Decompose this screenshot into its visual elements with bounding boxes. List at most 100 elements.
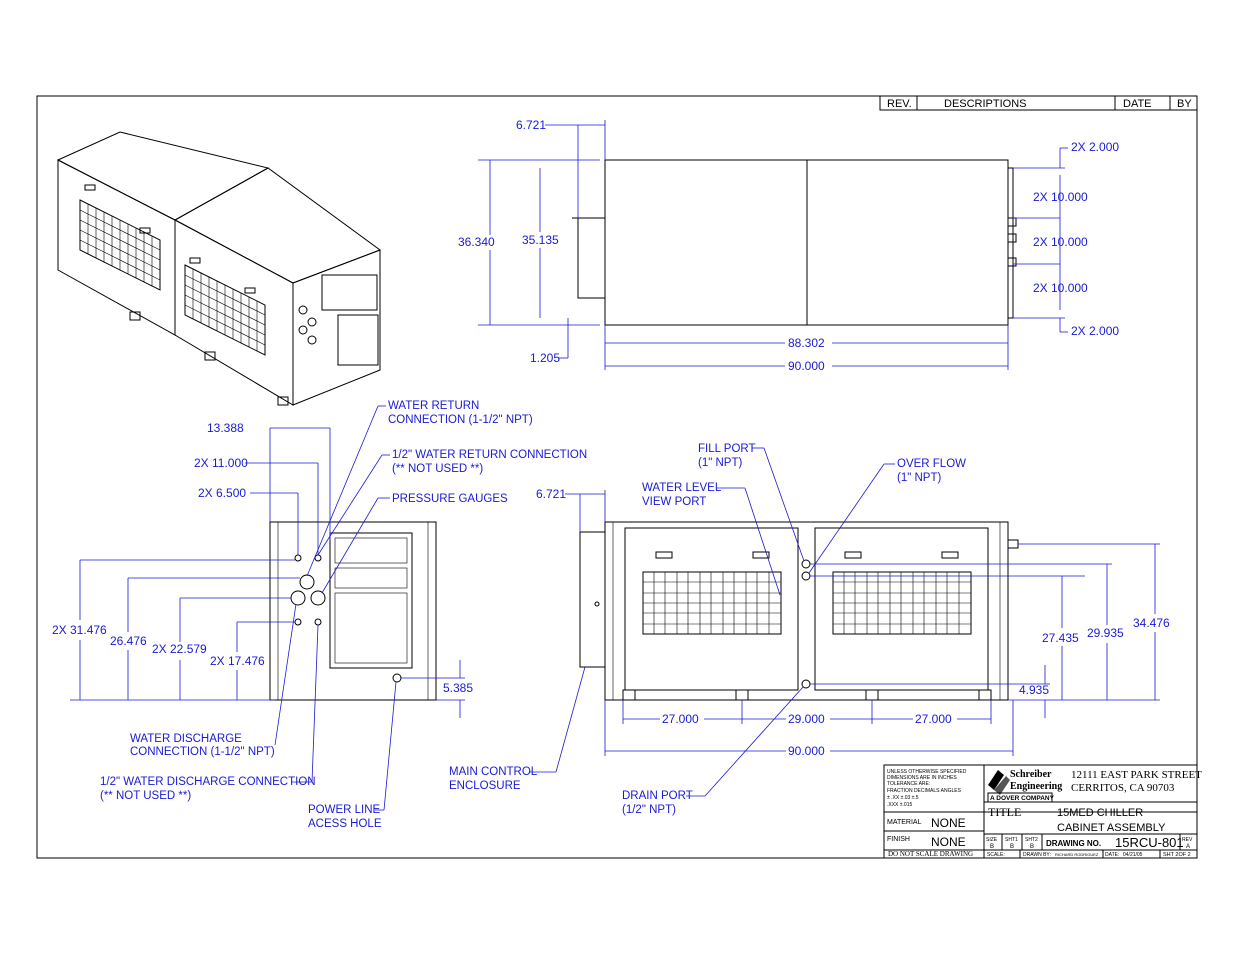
power-line-access-hole xyxy=(392,673,402,683)
dim-front-344: 34.476 xyxy=(1133,616,1170,630)
title-block: UNLESS OTHERWISE SPECIFIED DIMENSIONS AR… xyxy=(883,764,1202,859)
front-grille-left xyxy=(642,571,782,635)
finish-label: FINISH xyxy=(887,836,910,843)
sht2-label: SHT2 xyxy=(1025,837,1038,843)
callout-fill-port-1: FILL PORT xyxy=(698,443,756,455)
date-label: DATE: xyxy=(1105,852,1119,858)
finish-value: NONE xyxy=(931,835,966,849)
tol-line-5: ± .XX ±.03 ±.5 xyxy=(887,795,919,801)
dim-end-174: 2X 17.476 xyxy=(210,654,265,668)
front-grille-right xyxy=(832,571,972,635)
by-header: BY xyxy=(1177,98,1192,110)
material-value: NONE xyxy=(931,816,966,830)
company-name-2: Engineering xyxy=(1010,781,1062,792)
dim-front-27b: 27.000 xyxy=(915,712,952,726)
dim-end-11: 2X 11.000 xyxy=(194,456,248,470)
grille-right xyxy=(184,264,266,356)
callout-water-discharge-2: CONNECTION (1-1/2" NPT) xyxy=(130,746,275,758)
dim-top-length-outer: 90.000 xyxy=(788,359,825,373)
overflow-port xyxy=(801,571,811,581)
grille-left xyxy=(79,199,161,291)
dim-end-13: 13.388 xyxy=(207,421,244,435)
callout-water-discharge-1: WATER DISCHARGE xyxy=(130,733,242,745)
tol-line-1: UNLESS OTHERWISE SPECIFIED xyxy=(887,769,967,775)
revision-block: REV. DESCRIPTIONS DATE BY xyxy=(879,95,1198,111)
dim-top-height-outer: 36.340 xyxy=(458,235,495,249)
dim-end-264: 26.476 xyxy=(110,634,147,648)
dim-right-2: 2X 10.000 xyxy=(1033,235,1088,249)
dim-end-225: 2X 22.579 xyxy=(152,642,207,656)
sht2-value: B xyxy=(1030,844,1034,850)
dim-right-top: 2X 2.000 xyxy=(1071,140,1119,154)
callout-pressure-gauges: PRESSURE GAUGES xyxy=(392,493,508,505)
callout-half-discharge-1: 1/2" WATER DISCHARGE CONNECTION xyxy=(100,776,316,788)
dim-front-90: 90.000 xyxy=(788,744,825,758)
company-name-1: Schreiber xyxy=(1010,769,1052,780)
callout-over-flow-2: (1" NPT) xyxy=(897,472,942,484)
address-line-1: 12111 EAST PARK STREET xyxy=(1071,769,1202,781)
dim-front-27a: 27.000 xyxy=(662,712,699,726)
drain-port xyxy=(801,679,811,689)
rev-header: REV. xyxy=(887,98,912,110)
dim-top-offset: 6.721 xyxy=(516,118,546,132)
dim-front-49: 4.935 xyxy=(1019,683,1049,697)
dim-end-314: 2X 31.476 xyxy=(52,623,107,637)
callout-fill-port-2: (1" NPT) xyxy=(698,457,743,469)
sheet-number: SHT 2OF 2 xyxy=(1163,852,1191,858)
company-sub: A DOVER COMPANY xyxy=(990,795,1055,802)
date-value: 04/21/05 xyxy=(1123,852,1143,858)
callout-main-control-2: ENCLOSURE xyxy=(449,780,521,792)
callout-water-level-2: VIEW PORT xyxy=(642,496,706,508)
front-view: 6.721 FILL PORT (1" NPT) WATER LEVEL VIE… xyxy=(449,443,1170,816)
fill-port xyxy=(801,559,811,569)
size-label: SIZE xyxy=(986,837,998,843)
end-view: 13.388 2X 11.000 2X 6.500 2X 31.476 26.4… xyxy=(52,400,587,830)
drawing-title-1: 15MED CHILLER xyxy=(1057,807,1143,819)
callout-main-control-1: MAIN CONTROL xyxy=(449,766,538,778)
dim-top-bottom: 1.205 xyxy=(530,351,560,365)
water-discharge-port xyxy=(290,590,306,606)
top-view: 6.721 36.340 35.135 1.205 88.302 90.000 … xyxy=(458,118,1119,373)
dim-top-height-inner: 35.135 xyxy=(522,233,559,247)
callout-drain-port-2: (1/2" NPT) xyxy=(622,804,676,816)
dim-end-53: 5.385 xyxy=(443,681,473,695)
rev-label: REV xyxy=(1182,837,1193,843)
drawing-title-2: CABINET ASSEMBLY xyxy=(1057,822,1166,834)
title-label: TITLE xyxy=(988,805,1021,819)
company-logo-icon xyxy=(987,770,1053,803)
sht1-label: SHT1 xyxy=(1005,837,1018,843)
isometric-view xyxy=(56,131,382,406)
dim-right-1: 2X 10.000 xyxy=(1033,190,1088,204)
callout-water-return-1: WATER RETURN xyxy=(388,400,479,412)
dim-right-bottom: 2X 2.000 xyxy=(1071,324,1119,338)
drawn-by-label: DRAWN BY: xyxy=(1023,852,1051,858)
date-header: DATE xyxy=(1123,98,1152,110)
callout-half-return-2: (** NOT USED **) xyxy=(392,463,483,475)
scale-label: SCALE: xyxy=(987,852,1005,858)
callout-power-line-1: POWER LINE xyxy=(308,804,381,816)
sht1-value: B xyxy=(1010,844,1014,850)
callout-water-level-1: WATER LEVEL xyxy=(642,482,722,494)
descriptions-header: DESCRIPTIONS xyxy=(944,98,1027,110)
dim-right-3: 2X 10.000 xyxy=(1033,281,1088,295)
dim-front-29: 29.000 xyxy=(788,712,825,726)
size-value: B xyxy=(990,844,994,850)
tol-line-6: .XXX ±.015 xyxy=(887,802,912,808)
dim-top-length-inner: 88.302 xyxy=(788,336,825,350)
address-line-2: CERRITOS, CA 90703 xyxy=(1071,782,1175,794)
callout-half-discharge-2: (** NOT USED **) xyxy=(100,790,191,802)
water-return-port xyxy=(299,574,315,590)
callout-drain-port-1: DRAIN PORT xyxy=(622,790,693,802)
material-label: MATERIAL xyxy=(887,819,922,826)
drawn-by: RICHARD RODRIGUEZ xyxy=(1055,852,1099,857)
callout-power-line-2: ACESS HOLE xyxy=(308,818,382,830)
callout-half-return-1: 1/2" WATER RETURN CONNECTION xyxy=(392,449,587,461)
dim-front-299: 29.935 xyxy=(1087,626,1124,640)
callout-over-flow-1: OVER FLOW xyxy=(897,458,966,470)
tol-line-2: DIMENSIONS ARE IN INCHES xyxy=(887,775,957,781)
drawing-number: 15RCU-801 xyxy=(1115,835,1184,850)
callout-water-return-2: CONNECTION (1-1/2" NPT) xyxy=(388,414,533,426)
sheet-border xyxy=(36,95,1198,859)
tol-line-3: TOLERANCE ARE: xyxy=(887,781,930,787)
dim-end-65: 2X 6.500 xyxy=(198,486,246,500)
